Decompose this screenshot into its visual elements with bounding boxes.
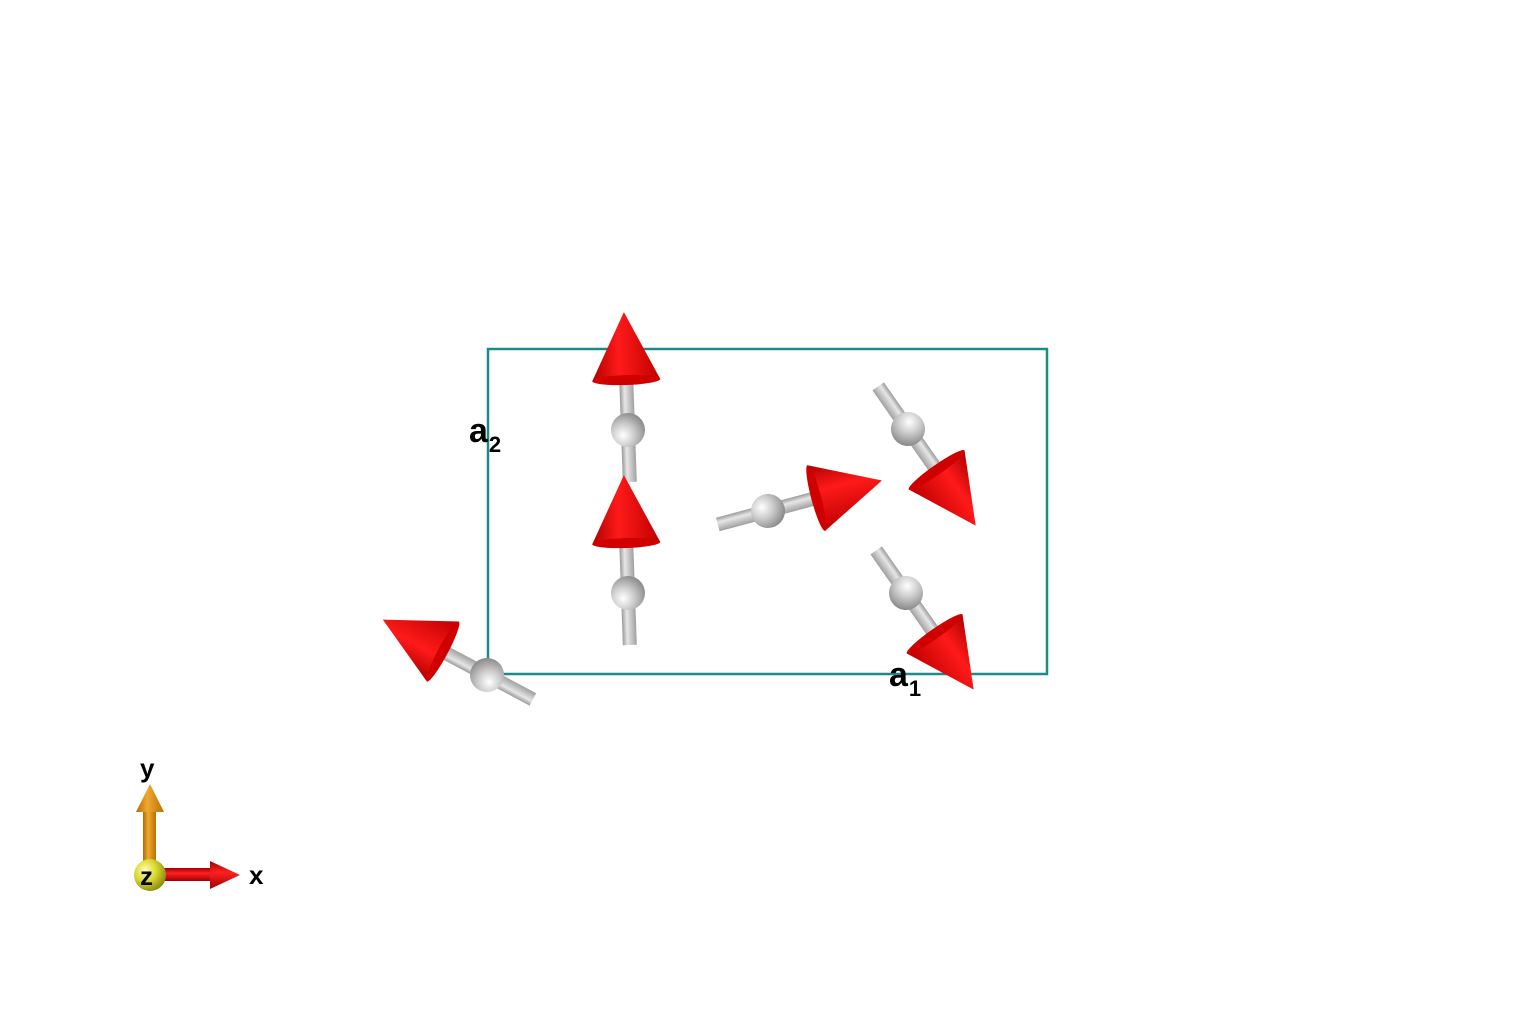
moment-arrow-icon — [592, 312, 661, 483]
moment-cone-base — [592, 374, 661, 386]
moment-cone — [382, 619, 459, 682]
moment-cone-base — [906, 614, 963, 654]
z-axis-label: z — [140, 861, 153, 891]
moment-arrow-icon — [715, 465, 882, 532]
unit-cell-outline — [486, 347, 1049, 676]
x-axis-arrow — [210, 861, 240, 889]
moment-cone — [592, 312, 661, 382]
axis-triad-icon: z y x — [134, 753, 264, 891]
lattice-label-a2: a2 — [469, 412, 501, 457]
y-axis-arrow — [136, 784, 164, 812]
moment-arrow-icon — [872, 382, 976, 526]
moment-cone-base — [908, 450, 965, 490]
moment-cone-base — [592, 537, 661, 549]
atom-ball — [889, 576, 923, 610]
moment-arrow-icon — [382, 619, 537, 706]
magnetic-moments — [382, 312, 976, 706]
moment-arrow-icon — [870, 546, 974, 690]
moment-cone — [592, 475, 661, 545]
y-axis-label: y — [140, 753, 155, 783]
z-axis-ball — [134, 859, 166, 891]
lattice-label-a1: a1 — [889, 656, 921, 701]
moment-cone-base — [806, 465, 827, 531]
moment-cone — [908, 450, 976, 526]
atom-ball — [751, 494, 785, 528]
atom-ball — [891, 412, 925, 446]
atom-ball — [470, 658, 504, 692]
x-axis-label: x — [249, 860, 264, 890]
atom-ball — [611, 576, 645, 610]
moment-cone — [906, 614, 974, 690]
moment-cone — [807, 465, 882, 531]
atom-ball — [611, 413, 645, 447]
moment-arrow-icon — [592, 475, 661, 646]
moment-cone-base — [426, 621, 460, 682]
